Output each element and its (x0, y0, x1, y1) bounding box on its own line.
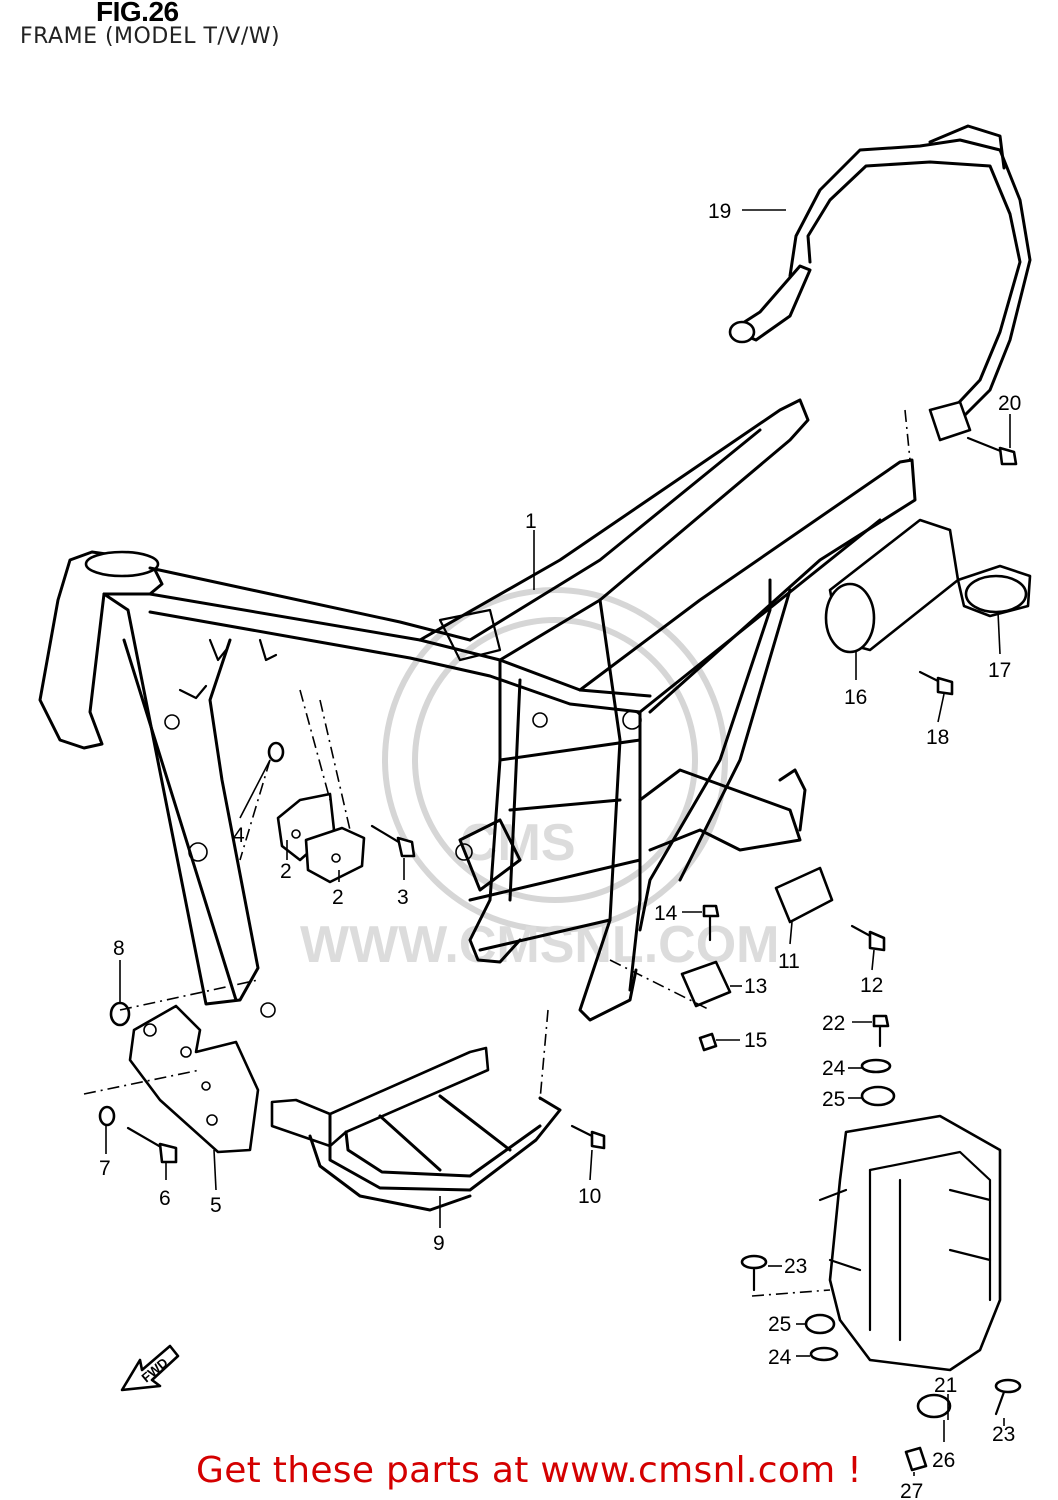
callout-23a: 23 (784, 1255, 807, 1278)
callout-1: 1 (525, 510, 537, 533)
callout-25b: 25 (768, 1313, 791, 1336)
callout-labels: 1 2 2 3 4 5 6 7 8 9 10 11 12 13 14 15 16 (99, 200, 1021, 1500)
callout-24a: 24 (822, 1057, 846, 1080)
watermark-url: WWW.CMSNL.COM (300, 916, 779, 974)
callout-2a: 2 (280, 860, 292, 883)
callout-3: 3 (397, 886, 409, 909)
callout-5: 5 (210, 1194, 222, 1217)
callout-25a: 25 (822, 1088, 845, 1111)
front-lower-bracket[interactable] (83, 979, 260, 1164)
callout-18: 18 (926, 726, 949, 749)
fwd-arrow-icon: FWD (120, 1344, 180, 1392)
footer-promo-text: Get these parts at www.cmsnl.com ! (196, 1450, 862, 1491)
callout-24b: 24 (768, 1346, 792, 1369)
callout-11: 11 (778, 950, 800, 973)
callout-15: 15 (744, 1029, 767, 1052)
callout-19: 19 (708, 200, 731, 223)
engine-mount-brackets[interactable] (239, 689, 416, 884)
rear-grab-rail[interactable] (728, 124, 1032, 466)
figure-title: FIG.26 (96, 0, 179, 27)
callout-22: 22 (822, 1012, 845, 1035)
battery-box[interactable] (740, 1014, 1022, 1472)
callout-21: 21 (934, 1374, 957, 1397)
callout-23b: 23 (992, 1423, 1015, 1446)
callout-14: 14 (654, 902, 678, 925)
lower-cradle[interactable] (270, 1009, 606, 1212)
main-frame[interactable] (38, 398, 917, 1022)
callout-7: 7 (99, 1157, 111, 1180)
callout-9: 9 (433, 1232, 445, 1255)
figure-subtitle: FRAME (MODEL T/V/W) (20, 24, 281, 49)
cushions-and-fasteners[interactable] (609, 866, 886, 1052)
callout-20: 20 (998, 392, 1021, 415)
callout-17: 17 (988, 659, 1011, 682)
callout-8: 8 (113, 937, 125, 960)
callout-13: 13 (744, 975, 767, 998)
callout-12: 12 (860, 974, 883, 997)
callout-26: 26 (932, 1449, 955, 1472)
callout-16: 16 (844, 686, 867, 709)
callout-4: 4 (233, 824, 245, 847)
callout-27: 27 (900, 1480, 923, 1500)
callout-10: 10 (578, 1185, 601, 1208)
callout-2b: 2 (332, 886, 344, 909)
tool-canister[interactable] (824, 518, 1032, 696)
callout-6: 6 (159, 1187, 171, 1210)
